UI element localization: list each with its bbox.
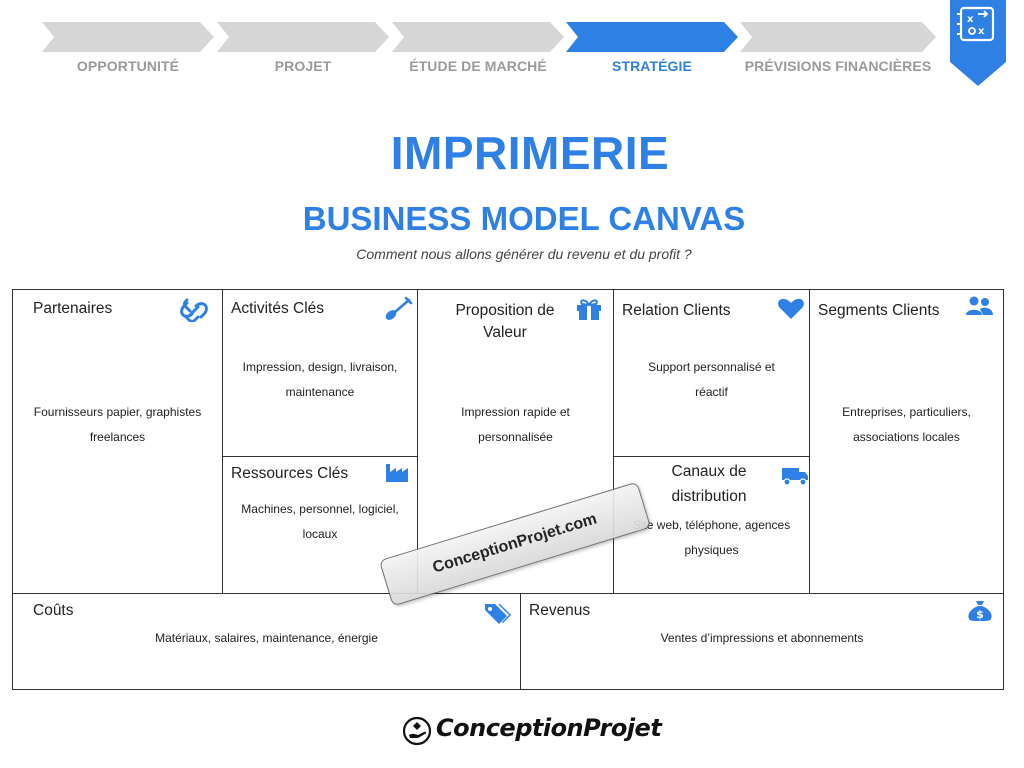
step-label: STRATÉGIE — [612, 58, 692, 74]
cell-partenaires: Partenaires Fournisseurs papier, graphis… — [12, 289, 223, 594]
cell-title: Ressources Clés — [231, 465, 349, 482]
cell-revenus: Revenus $ Ventes d’impressions et abonne… — [520, 593, 1004, 690]
logo-wordmark: ConceptionProjet — [436, 714, 662, 742]
step-arrow — [740, 22, 936, 52]
business-model-canvas: Partenaires Fournisseurs papier, graphis… — [12, 289, 1004, 690]
page-title: IMPRIMERIE — [390, 127, 670, 179]
brand-logo[interactable]: ConceptionProjet — [402, 714, 662, 748]
logo-mark-icon — [402, 716, 432, 746]
link-icon — [180, 298, 208, 322]
step-arrow — [217, 22, 389, 52]
cell-body: Ventes d’impressions et abonnements — [660, 631, 864, 645]
svg-text:$: $ — [976, 608, 984, 621]
factory-icon — [386, 464, 408, 482]
cell-title: Relation Clients — [622, 302, 731, 319]
cell-body: Support personnalisé et réactif — [648, 360, 775, 399]
page-subtitle: BUSINESS MODEL CANVAS — [302, 200, 746, 237]
shovel-icon — [385, 296, 413, 320]
progress-steps: OPPORTUNITÉ PROJET ÉTUDE DE MARCHÉ STRAT… — [42, 22, 942, 82]
cell-title: Activités Clés — [231, 300, 325, 317]
step-label: OPPORTUNITÉ — [76, 58, 180, 74]
step-etude-de-marche[interactable]: ÉTUDE DE MARCHÉ — [392, 22, 564, 74]
cell-body: Site web, téléphone, agences physiques — [632, 518, 791, 557]
cell-body: Impression, design, livraison, maintenan… — [242, 360, 398, 399]
cell-title: Revenus — [529, 602, 591, 619]
step-previsions-financieres[interactable]: PRÉVISIONS FINANCIÈRES — [740, 22, 936, 74]
step-projet[interactable]: PROJET — [217, 22, 389, 74]
step-label: ÉTUDE DE MARCHÉ — [409, 58, 547, 74]
truck-icon — [782, 468, 808, 486]
cell-couts: Coûts Matériaux, salaires, maintenance, … — [12, 593, 521, 690]
step-arrow — [42, 22, 214, 52]
cell-title: Segments Clients — [818, 302, 940, 319]
step-opportunite[interactable]: OPPORTUNITÉ — [42, 22, 214, 74]
step-arrow — [566, 22, 738, 52]
cell-body: Machines, personnel, logiciel, locaux — [241, 502, 399, 541]
cell-title: Partenaires — [33, 300, 113, 317]
svg-text:x: x — [967, 14, 974, 25]
step-arrow — [392, 22, 564, 52]
cell-relation-clients: Relation Clients Support personnalisé et… — [613, 289, 810, 457]
heart-icon — [778, 298, 804, 319]
svg-text:x: x — [978, 26, 985, 37]
cell-body: Entreprises, particuliers, associations … — [842, 405, 971, 444]
money-bag-icon: $ — [968, 601, 992, 621]
tags-icon — [485, 604, 511, 624]
cell-body: Fournisseurs papier, graphistes freelanc… — [33, 405, 202, 444]
step-strategie[interactable]: STRATÉGIE — [566, 22, 738, 74]
cell-activites-cles: Activités Clés Impression, design, livra… — [222, 289, 418, 457]
cell-title: Canaux de distribution — [671, 463, 747, 505]
cell-body: Matériaux, salaires, maintenance, énergi… — [155, 631, 378, 645]
cell-segments-clients: Segments Clients Entreprises, particulie… — [809, 289, 1004, 594]
users-icon — [966, 296, 993, 315]
cell-body: Impression rapide et personnalisée — [461, 405, 570, 444]
cell-title: Coûts — [33, 602, 74, 619]
cell-title: Proposition de Valeur — [455, 302, 555, 341]
step-label: PROJET — [274, 58, 332, 74]
gift-icon — [577, 299, 601, 320]
strategy-bookmark-icon: x x — [950, 0, 1006, 86]
step-label: PRÉVISIONS FINANCIÈRES — [744, 58, 932, 74]
tagline: Comment nous allons générer du revenu et… — [356, 246, 692, 262]
